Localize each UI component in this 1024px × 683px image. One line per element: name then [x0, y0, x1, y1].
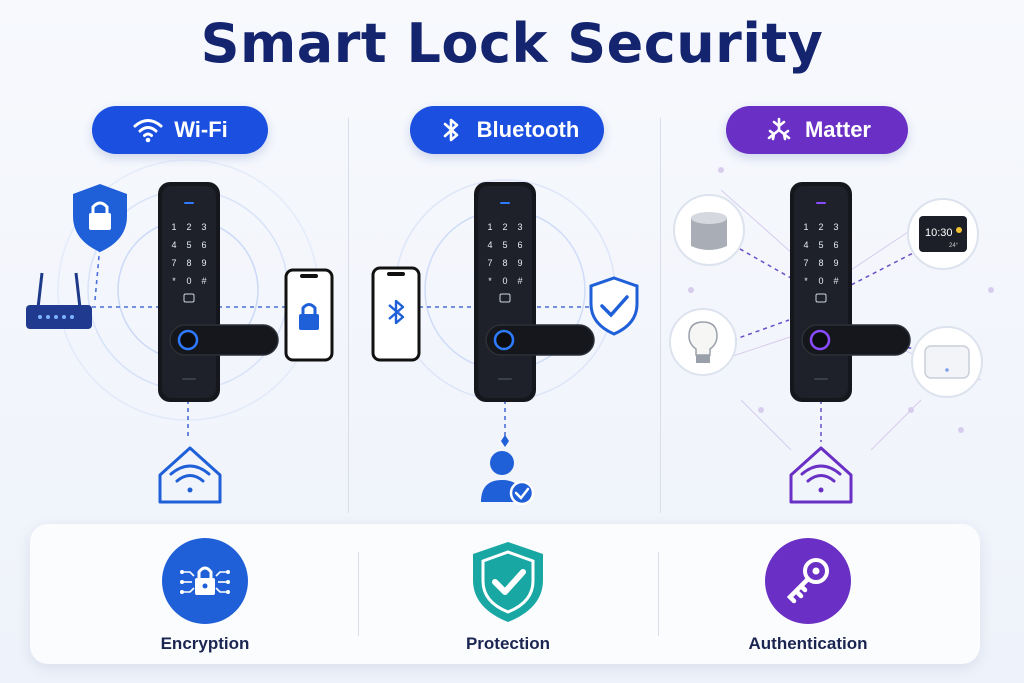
shield-check-icon: [465, 538, 551, 624]
keypad-key: 8: [502, 258, 507, 268]
display-time: 10:30: [925, 227, 953, 239]
keypad-key: 9: [833, 258, 838, 268]
feature-label: Authentication: [748, 634, 868, 653]
keypad-key: 8: [186, 258, 191, 268]
bluetooth-pill: Bluetooth: [410, 106, 604, 154]
keypad-key: 5: [502, 240, 507, 250]
smart-display-icon: 10:30 24°: [907, 198, 979, 270]
wifi-icon: [133, 119, 163, 143]
keypad-key: 7: [171, 258, 176, 268]
feature-encryption: Encryption: [55, 538, 355, 654]
fingerprint-sensor: [493, 329, 515, 351]
home-wifi-purple-icon: [789, 446, 853, 504]
keypad-key: #: [517, 276, 522, 286]
feature-protection: Protection: [358, 538, 658, 654]
feature-label: Encryption: [160, 634, 250, 653]
keypad-key: 7: [487, 258, 492, 268]
wifi-pill: Wi-Fi: [92, 106, 268, 154]
bluetooth-label: Bluetooth: [476, 117, 580, 142]
column-divider: [348, 118, 349, 513]
keypad-key: #: [833, 276, 838, 286]
fingerprint-sensor: [177, 329, 199, 351]
keypad-key: 4: [803, 240, 808, 250]
keypad-key: 1: [803, 222, 808, 232]
keypad-key: 2: [502, 222, 507, 232]
user-verified-icon: [481, 435, 535, 506]
bluetooth-icon: [443, 118, 458, 142]
wifi-column-graphics: [26, 159, 334, 504]
keypad-key: *: [804, 276, 808, 286]
features-panel: Encryption Protection Authentication: [30, 524, 980, 664]
keypad-key: 0: [186, 276, 191, 286]
feature-label: Protection: [465, 634, 551, 653]
shield-lock-icon: [73, 184, 127, 252]
matter-pill: Matter: [726, 106, 908, 154]
keypad-key: 2: [818, 222, 823, 232]
column-divider: [660, 118, 661, 513]
feature-authentication: Authentication: [658, 538, 958, 654]
page-title: Smart Lock Security: [200, 12, 824, 75]
key-icon: [765, 538, 851, 624]
keypad-key: 8: [818, 258, 823, 268]
display-temp: 24°: [949, 243, 959, 249]
feature-divider: [658, 552, 659, 636]
keypad-key: *: [488, 276, 492, 286]
keypad-key: 5: [186, 240, 191, 250]
keypad-key: 6: [201, 240, 206, 250]
keypad-key: 0: [502, 276, 507, 286]
shield-connector: [94, 244, 101, 301]
fingerprint-sensor: [809, 329, 831, 351]
keypad-key: 3: [517, 222, 522, 232]
keypad-key: 9: [517, 258, 522, 268]
smart-speaker-icon: [673, 194, 745, 266]
keypad-key: 3: [833, 222, 838, 232]
keypad-key: #: [201, 276, 206, 286]
matter-icon: [767, 117, 791, 141]
bulb-connector: [732, 319, 790, 341]
keypad-key: 3: [201, 222, 206, 232]
keypad-key: 5: [818, 240, 823, 250]
keypad-key: 1: [171, 222, 176, 232]
bluetooth-column-graphics: [371, 179, 639, 506]
keypad-key: 4: [487, 240, 492, 250]
circuit-lock-icon: [162, 538, 248, 624]
wifi-label: Wi-Fi: [174, 117, 228, 142]
keypad-key: 1: [487, 222, 492, 232]
matter-column-graphics: 10:30 24°: [669, 167, 994, 504]
router-icon: [26, 272, 92, 329]
shield-check-small-icon: [589, 276, 639, 336]
keypad-key: *: [172, 276, 176, 286]
keypad-key: 4: [171, 240, 176, 250]
smart-hub-icon: [911, 326, 983, 398]
keypad-key: 6: [833, 240, 838, 250]
keypad-key: 7: [803, 258, 808, 268]
keypad-key: 2: [186, 222, 191, 232]
keypad-key: 6: [517, 240, 522, 250]
light-bulb-icon: [669, 308, 737, 376]
home-wifi-icon: [158, 446, 222, 504]
keypad-key: 0: [818, 276, 823, 286]
feature-divider: [358, 552, 359, 636]
phone-icon: [371, 266, 421, 362]
matter-label: Matter: [804, 117, 871, 142]
phone-icon: [284, 268, 334, 362]
keypad-key: 9: [201, 258, 206, 268]
speaker-connector: [732, 244, 792, 279]
